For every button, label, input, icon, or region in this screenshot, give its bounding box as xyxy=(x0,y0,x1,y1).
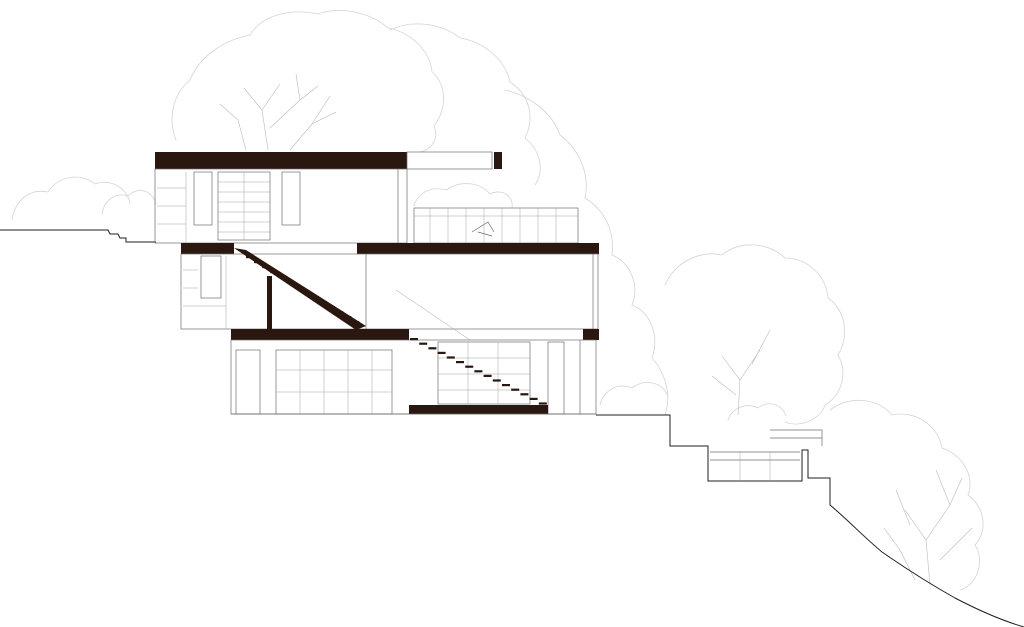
roof-parapet xyxy=(494,152,502,169)
bookcase-shelves xyxy=(218,172,270,240)
ground-line-right xyxy=(596,414,1024,627)
stair-tread-lower xyxy=(419,342,428,345)
lower-storage-grid xyxy=(276,350,392,414)
middle-window-left xyxy=(200,255,222,299)
stair-support-post xyxy=(267,276,272,329)
stair-tread-upper xyxy=(246,256,254,259)
stair-tread-upper xyxy=(318,301,327,304)
upper-window-left xyxy=(193,171,213,226)
stair-tread-lower xyxy=(483,374,492,377)
stair-tread-lower xyxy=(538,402,547,405)
stair-tread-lower xyxy=(465,365,474,368)
upper-left-cabinet xyxy=(157,172,187,243)
stair-tread-upper xyxy=(335,311,344,314)
shrub-left-small xyxy=(101,190,157,215)
stair-tread-lower xyxy=(437,351,446,354)
shrub-lower-garden xyxy=(727,403,787,421)
stair-tread-lower xyxy=(446,356,455,359)
ground-line-garden-step xyxy=(710,429,823,461)
tree-canopy-right-ridge xyxy=(504,89,669,416)
ground-line-left xyxy=(0,229,156,243)
middle-floor-enclosure xyxy=(180,253,599,330)
terrace-railing-balusters xyxy=(414,208,578,243)
stair-tread-upper xyxy=(310,296,319,299)
upper-floor-enclosure xyxy=(154,168,408,244)
background-vegetation xyxy=(11,10,984,591)
stair-tread-lower xyxy=(492,379,501,382)
stair-tread-lower xyxy=(428,347,437,350)
terrace-lounge-chair xyxy=(471,221,495,237)
lower-slab-upper xyxy=(231,329,409,340)
stair-tread-upper xyxy=(351,321,360,324)
lower-opening-right xyxy=(547,341,565,415)
stair-tread-lower xyxy=(456,361,464,364)
stair-tread-lower xyxy=(520,393,529,396)
middle-slab-left xyxy=(181,243,234,254)
tree-branches xyxy=(219,73,973,586)
terrace-railing xyxy=(413,207,579,244)
shrub-lower-right xyxy=(599,382,669,406)
stair-tread-upper xyxy=(254,261,263,264)
ground-slab xyxy=(409,405,548,414)
stair-tread-lower xyxy=(474,370,483,373)
upper-window-right xyxy=(281,171,301,226)
ground-profile xyxy=(0,229,1024,627)
stair-tread-lower xyxy=(529,397,538,400)
shrub-terrace xyxy=(413,183,513,209)
stair-tread-upper xyxy=(327,306,335,309)
stair-tread-upper xyxy=(262,266,271,269)
branch-sketch-left xyxy=(219,73,337,151)
stair-tread-lower xyxy=(410,338,418,341)
branch-sketch-right xyxy=(883,469,973,586)
middle-slab-right xyxy=(357,243,599,254)
lower-kitchen-grid xyxy=(438,342,530,404)
stair-tread-upper xyxy=(278,276,287,279)
lower-door xyxy=(235,349,261,415)
upper-floor xyxy=(154,151,579,244)
middle-floor xyxy=(180,243,599,341)
stair-tread-upper xyxy=(302,291,311,294)
shrub-left xyxy=(11,176,131,221)
stair-tread-lower xyxy=(511,388,520,391)
stair-tread-upper xyxy=(294,286,303,289)
stair-upper-stringer xyxy=(234,248,366,330)
lower-storage-wall xyxy=(275,349,393,415)
lower-kitchen-unit xyxy=(437,341,531,405)
roof-slab xyxy=(155,152,407,169)
stair-guard-line xyxy=(395,289,471,341)
branch-sketch-mid-right xyxy=(711,329,771,416)
tree-outline-right xyxy=(664,244,845,425)
stair-treads xyxy=(246,256,547,405)
ground-line-garden-inner xyxy=(739,452,771,481)
lower-floor xyxy=(230,329,597,415)
tree-canopy-left xyxy=(171,10,444,153)
middle-left-cabinet xyxy=(183,256,227,329)
roof-overhang xyxy=(406,151,493,170)
stair-tread-upper xyxy=(286,281,295,284)
stair-tread-upper xyxy=(343,316,352,319)
stair-tread-upper xyxy=(270,271,279,274)
tree-outline-far-right xyxy=(829,399,984,591)
middle-slab-end-block xyxy=(583,329,599,340)
stair-tread-lower xyxy=(502,384,510,387)
tree-canopy-center xyxy=(389,23,541,186)
